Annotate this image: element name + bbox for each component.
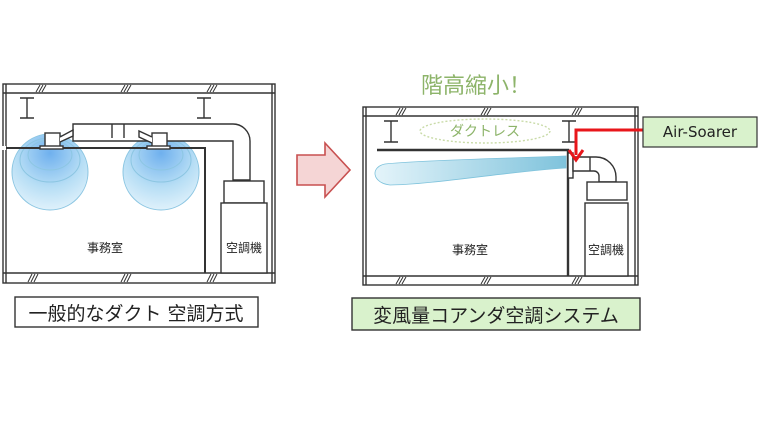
arrow-head-icon bbox=[567, 149, 585, 163]
callout-arrow-icon bbox=[574, 128, 643, 155]
headline: 階高縮小！ bbox=[421, 74, 531, 99]
ductless-zone bbox=[419, 118, 551, 144]
callout-box bbox=[642, 116, 758, 148]
coanda-system-diagram bbox=[362, 106, 639, 286]
supply-duct bbox=[39, 123, 251, 181]
hanger bbox=[384, 120, 576, 143]
ductless-label: ダクトレス bbox=[450, 124, 520, 140]
callout-label: Air-Soarer bbox=[663, 123, 738, 141]
ahu bbox=[220, 180, 268, 274]
caption-box-right bbox=[351, 297, 641, 331]
caption-box-left bbox=[14, 296, 259, 328]
ahu bbox=[584, 181, 629, 277]
transition-arrow-icon bbox=[296, 140, 352, 200]
ahu-label-left: 空調機 bbox=[226, 240, 262, 255]
coanda-jet bbox=[374, 155, 567, 186]
nozzle-duct bbox=[567, 152, 617, 183]
hanger bbox=[20, 97, 211, 119]
conventional-system-diagram bbox=[0, 83, 276, 284]
office-label-right: 事務室 bbox=[452, 242, 488, 257]
ahu-label-right: 空調機 bbox=[588, 242, 624, 257]
break-marks bbox=[27, 84, 218, 283]
office-label-left: 事務室 bbox=[87, 240, 123, 255]
caption-left: 一般的なダクト 空調方式 bbox=[28, 303, 243, 325]
caption-right: 変風量コアンダ空調システム bbox=[373, 305, 619, 327]
